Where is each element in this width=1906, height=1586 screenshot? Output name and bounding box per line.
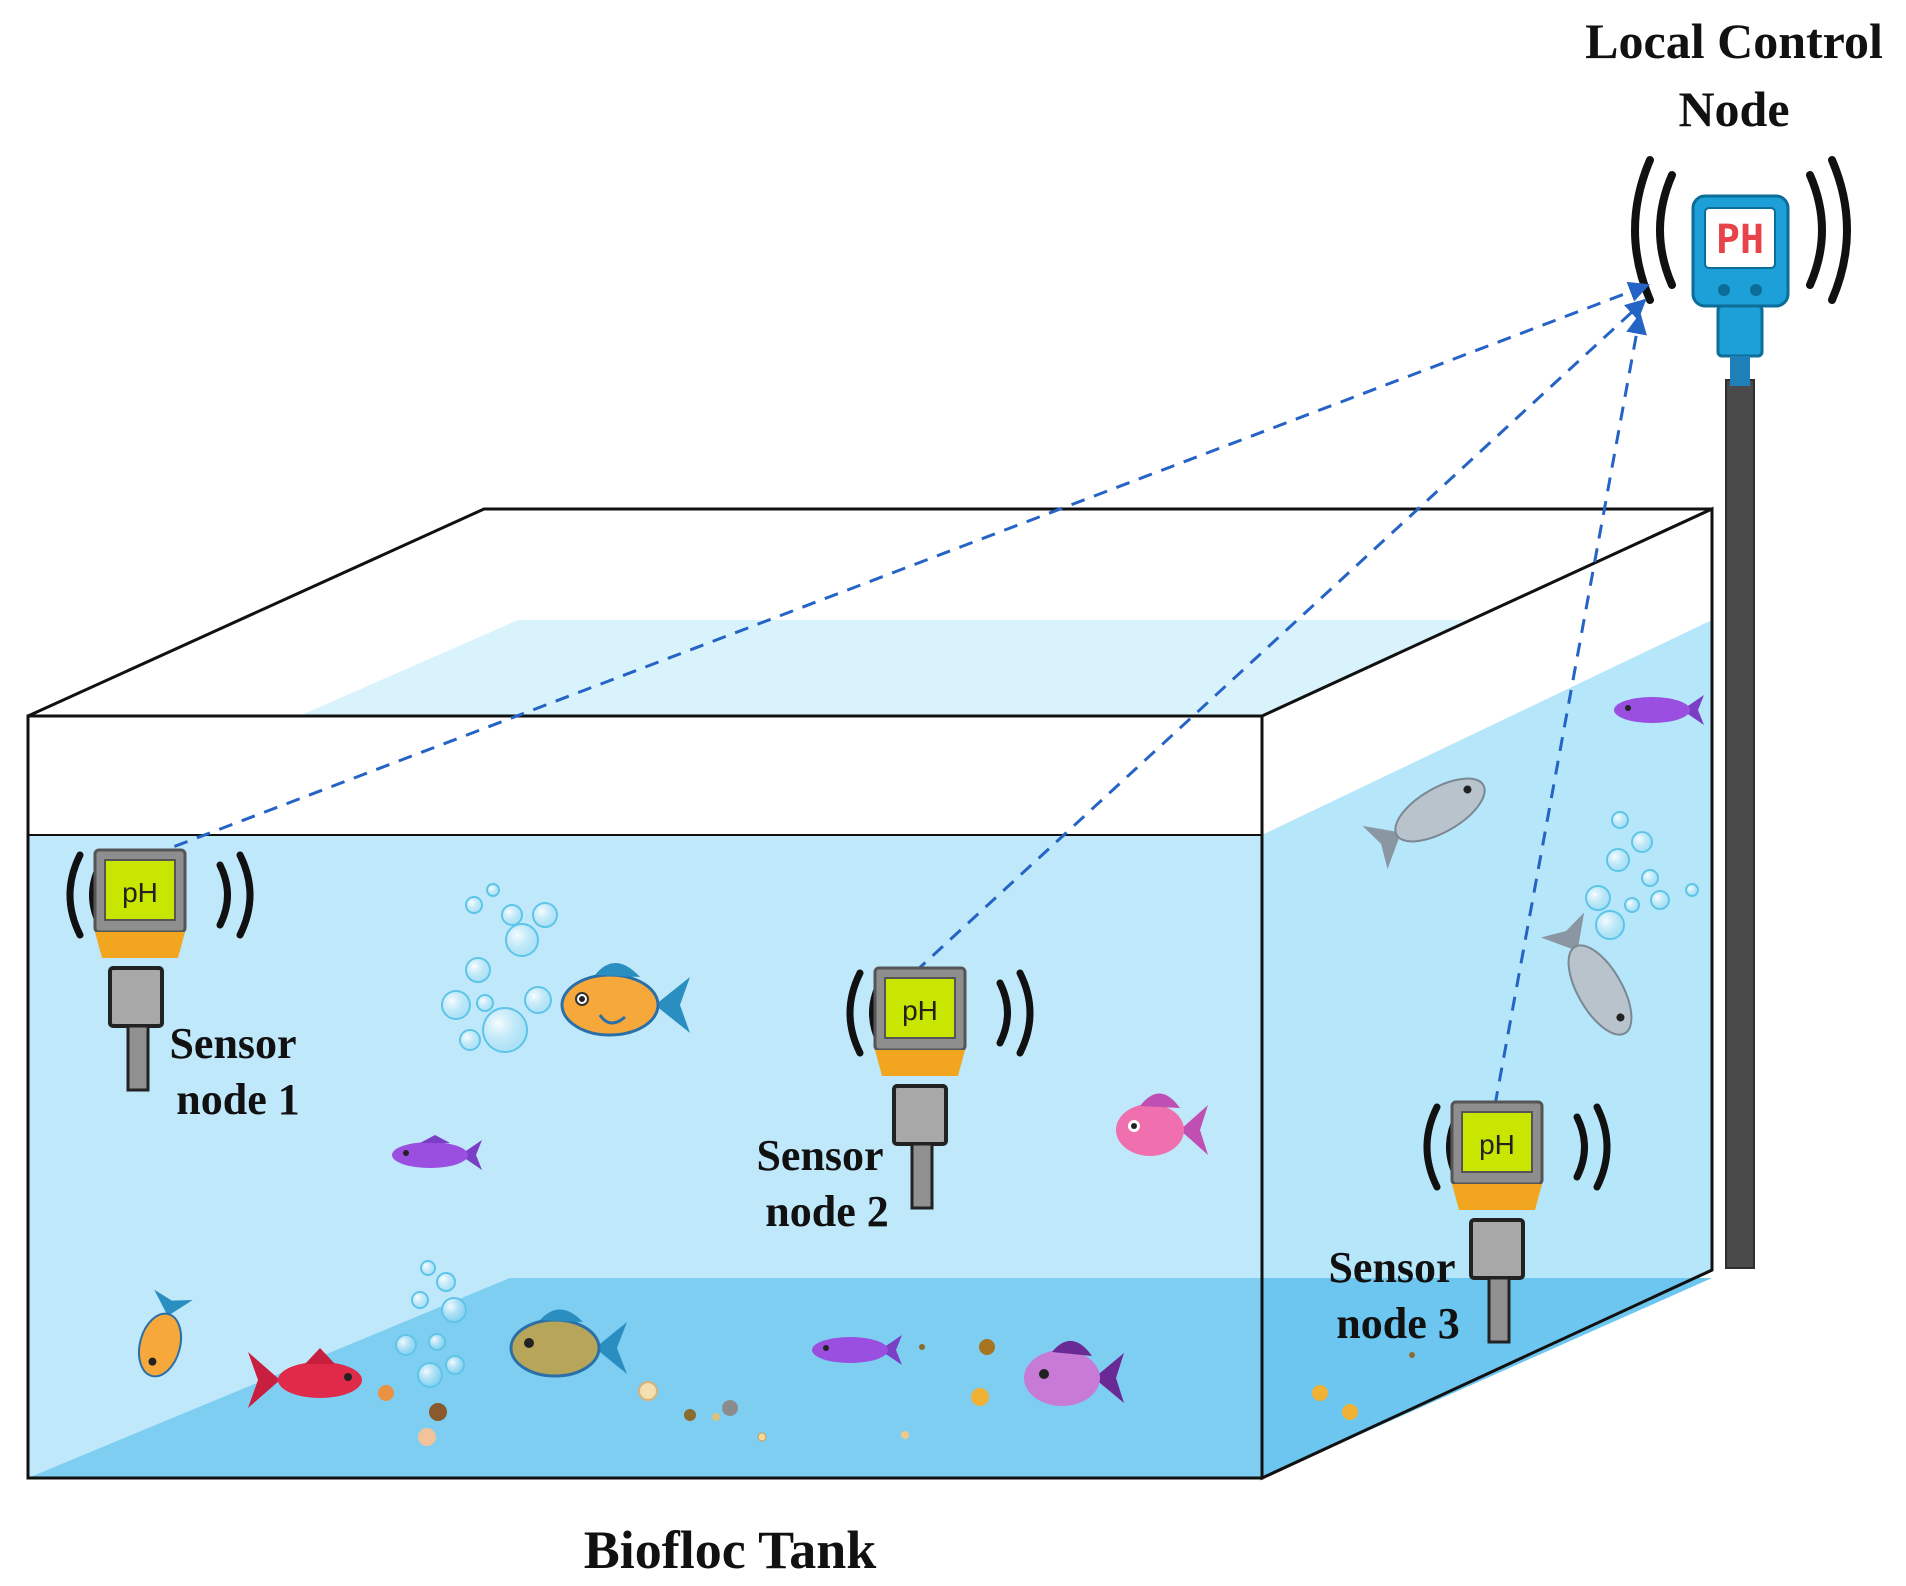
sensor-node-3-label-line2: node 3 xyxy=(1336,1299,1459,1348)
orange-fish-icon xyxy=(560,962,690,1037)
probe-screen xyxy=(884,977,956,1039)
probe-screen xyxy=(1461,1111,1533,1173)
tank-edge-bottom-right xyxy=(1261,1268,1713,1480)
probe-display-text: pH xyxy=(122,877,158,908)
control-node-label-line2: Node xyxy=(1678,81,1789,137)
link-node-2 xyxy=(913,298,1647,974)
diagram-caption: Biofloc Tank xyxy=(584,1520,877,1580)
probe-screen xyxy=(104,859,176,921)
link-node-3 xyxy=(1493,312,1647,1106)
control-display xyxy=(1704,207,1776,269)
wireless-signal-icon xyxy=(1573,1103,1611,1191)
control-node-label-line1: Local Control xyxy=(1585,13,1883,69)
olive-fish-icon xyxy=(509,1309,627,1378)
sensor-node-1: pH xyxy=(66,848,254,1092)
red-fish-icon xyxy=(248,1348,362,1408)
fish-group xyxy=(137,695,1704,1408)
bubbles xyxy=(395,811,1699,1388)
purple-fish-icon xyxy=(812,1335,902,1365)
wireless-links xyxy=(151,281,1650,1106)
sensor-node-2-label-line1: Sensor xyxy=(756,1131,883,1180)
violet-fish-icon xyxy=(1024,1340,1124,1406)
wireless-signal-icon xyxy=(1631,156,1676,304)
local-control-node: PH Local Control Node xyxy=(1585,13,1883,1269)
biofloc-tank xyxy=(26,506,1714,1481)
sensor-node-3: pH xyxy=(1423,1100,1611,1344)
grey-fish-icon xyxy=(1362,777,1486,870)
probe-display-text: pH xyxy=(902,995,938,1026)
sensor-node-2-label-line2: node 2 xyxy=(765,1187,888,1236)
control-pole xyxy=(1725,379,1755,1269)
control-display-text: PH xyxy=(1716,217,1764,263)
purple-fish-icon xyxy=(392,1135,482,1170)
control-neck xyxy=(1716,304,1764,358)
wireless-signal-icon xyxy=(996,969,1034,1057)
sensor-node-3-label-line1: Sensor xyxy=(1328,1243,1455,1292)
wireless-signal-icon xyxy=(216,851,254,939)
orange-fish-icon xyxy=(137,1289,193,1378)
sensor-node-1-label-line1: Sensor xyxy=(169,1019,296,1068)
purple-fish-icon xyxy=(1614,695,1704,725)
link-node-1 xyxy=(151,281,1650,857)
sensor-node-1-label-line2: node 1 xyxy=(176,1075,299,1124)
grey-fish-icon xyxy=(1540,912,1633,1036)
wireless-signal-icon xyxy=(1806,156,1851,304)
pink-fish-icon xyxy=(1116,1093,1208,1156)
sensor-node-2: pH xyxy=(846,966,1034,1210)
floc-particles xyxy=(378,1339,1415,1446)
tank-floor-front-shade xyxy=(28,1278,1262,1478)
probe-display-text: pH xyxy=(1479,1129,1515,1160)
